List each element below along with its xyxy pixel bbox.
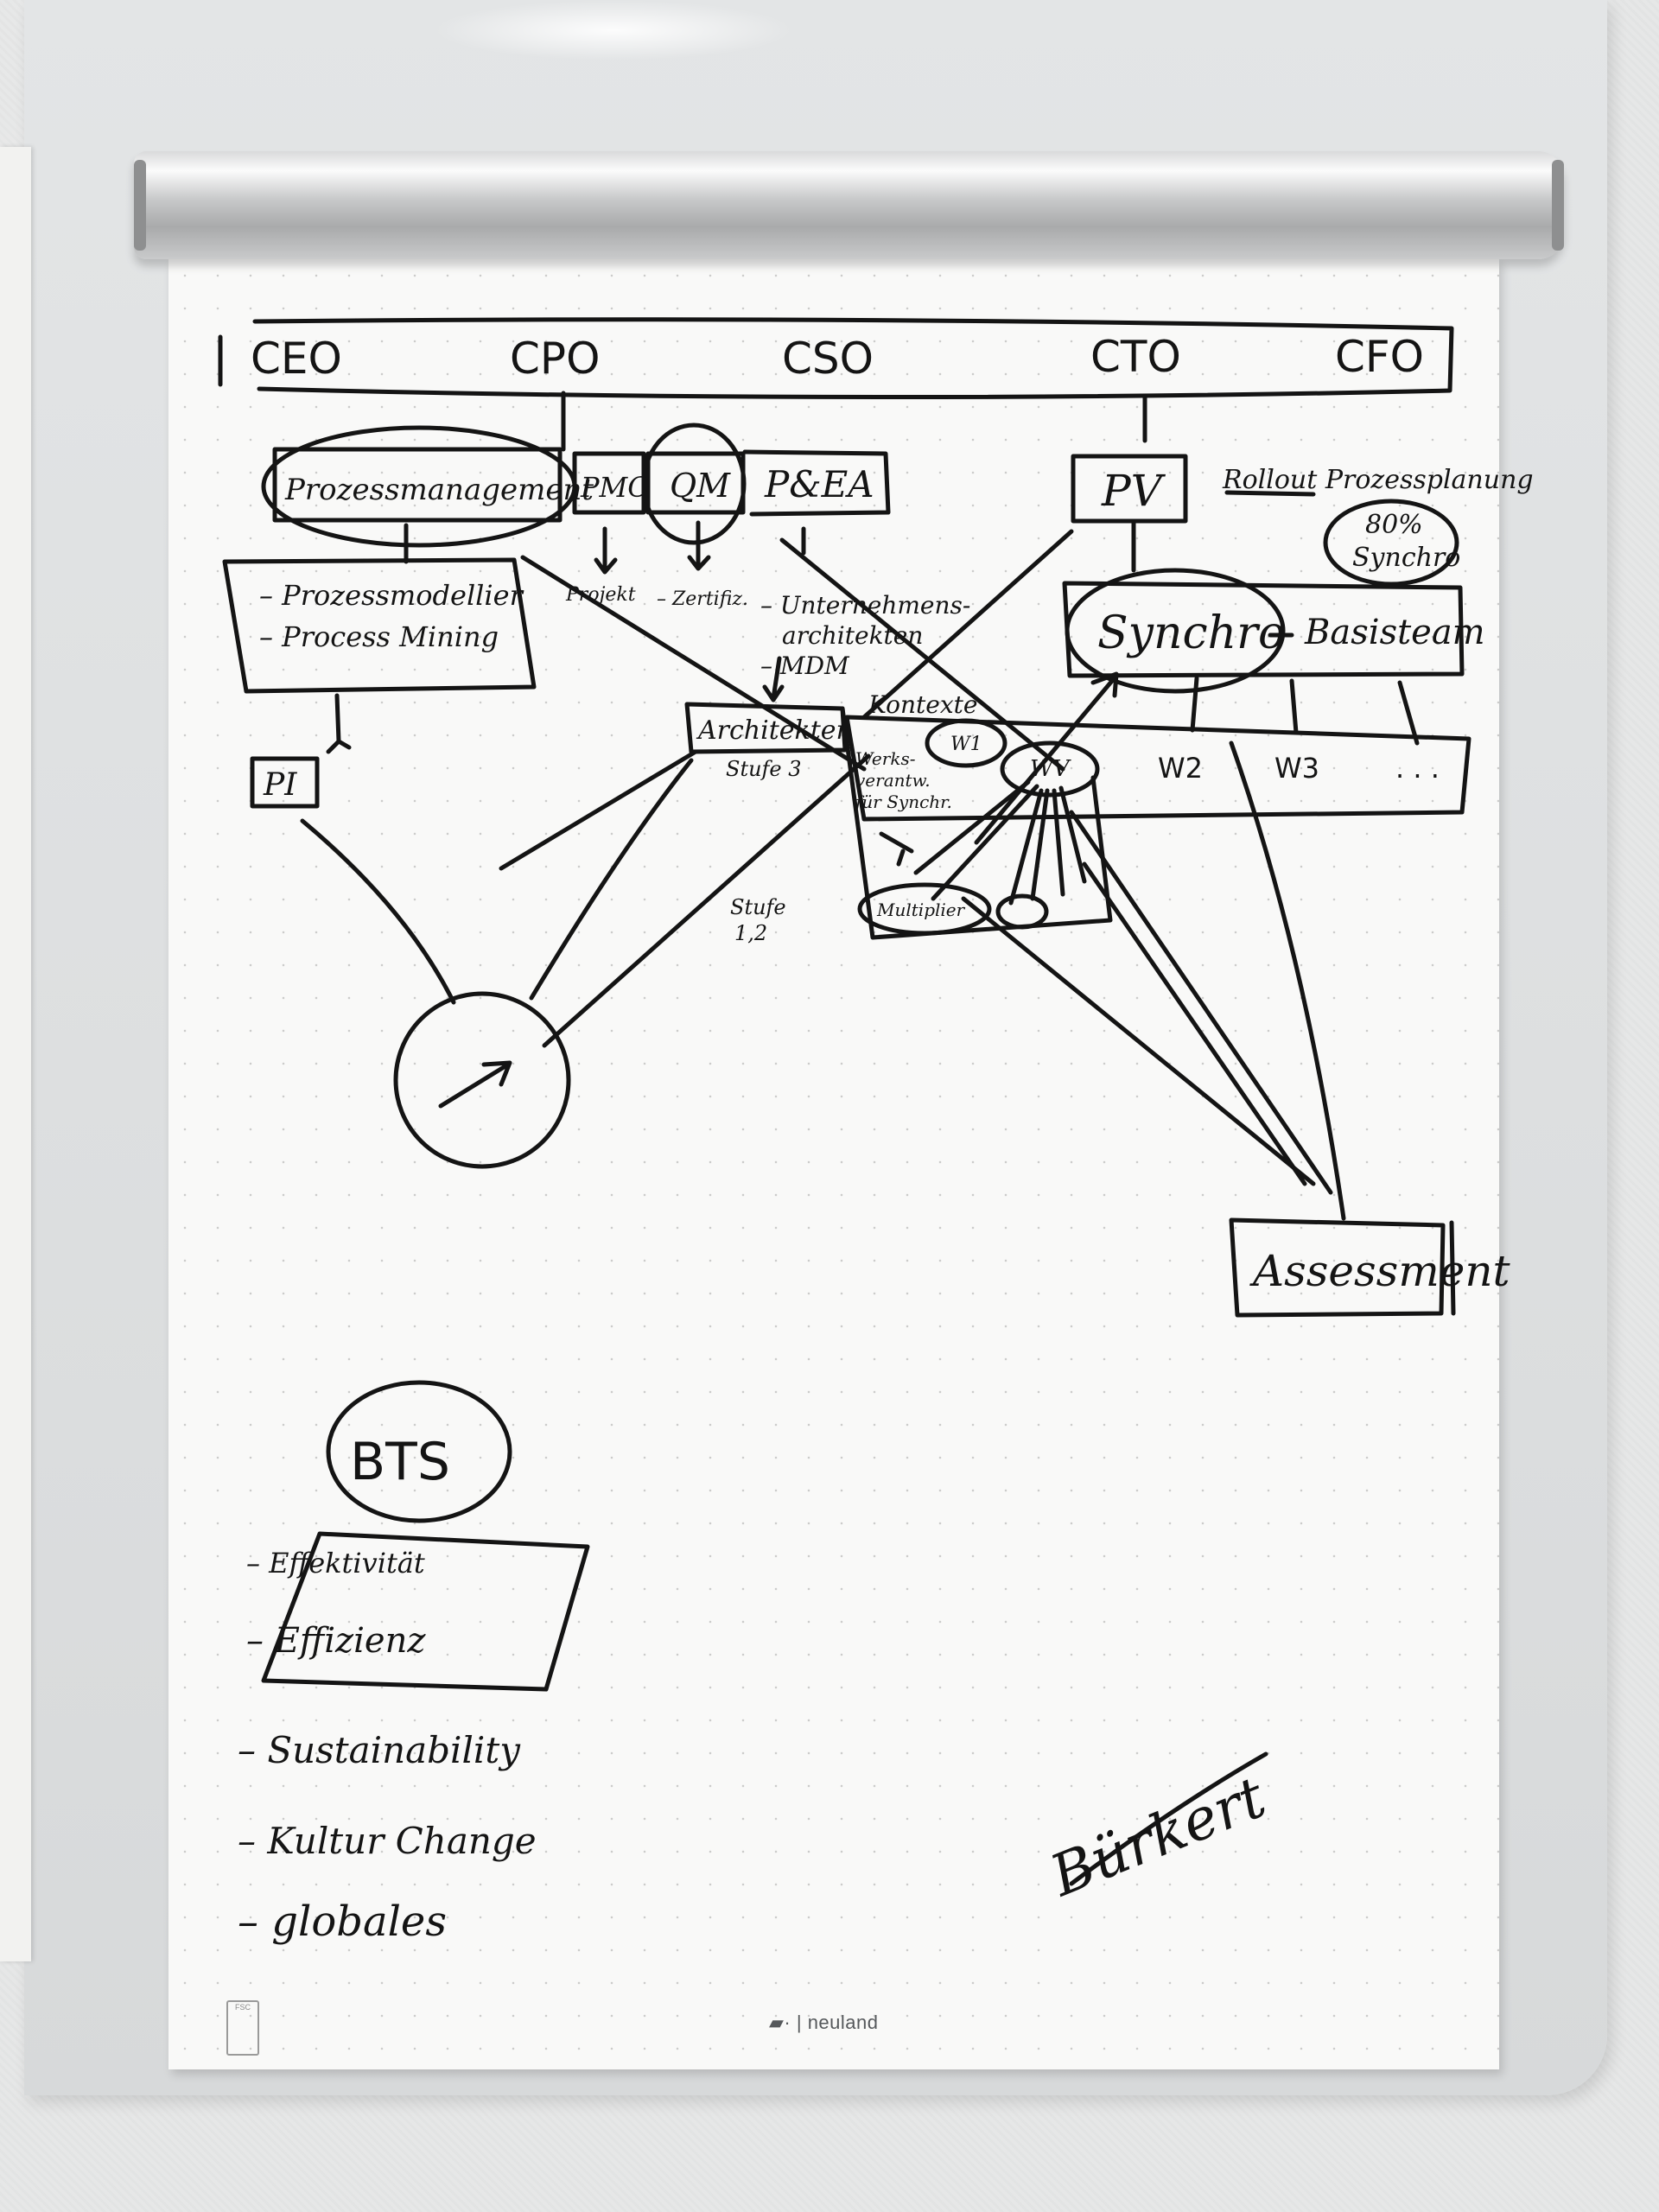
note-multiplier: Multiplier bbox=[876, 899, 966, 920]
prozess-list-item-1: – Prozessmodellier bbox=[259, 579, 524, 612]
w1-ellipse bbox=[925, 718, 1007, 768]
label-pmo: PMO bbox=[580, 471, 651, 504]
label-bts: BTS bbox=[350, 1432, 450, 1492]
bts-item-1: – Effektivität bbox=[246, 1547, 425, 1580]
role-frame bbox=[218, 317, 1454, 400]
clamp-end-right bbox=[1552, 160, 1564, 251]
note-unternehmen-3: – MDM bbox=[760, 652, 850, 680]
werk-row-box bbox=[844, 715, 1471, 822]
rollout-ellipse bbox=[1323, 499, 1459, 587]
role-ceo: CEO bbox=[251, 334, 342, 384]
fsc-certification-mark: FSC bbox=[226, 2000, 259, 2056]
wv-ellipse bbox=[1000, 741, 1100, 798]
role-cso: CSO bbox=[782, 334, 874, 384]
bts-item-3: – Sustainability bbox=[238, 1729, 521, 1771]
kontexte-region bbox=[840, 706, 1113, 940]
note-stufe12-line1: Stufe bbox=[730, 895, 786, 919]
bts-item-2: – Effizienz bbox=[246, 1621, 426, 1661]
flipchart-clamp-bar bbox=[134, 151, 1564, 259]
line-prozess-kontext bbox=[520, 555, 867, 772]
label-prozessmanagement: Prozessmanagement bbox=[284, 473, 594, 507]
signature-underline bbox=[1069, 1751, 1268, 1886]
assessment-box bbox=[1229, 1217, 1446, 1318]
label-qm: QM bbox=[670, 467, 731, 505]
note-werks-2: verantw. bbox=[855, 770, 931, 791]
label-basisteam: Basisteam bbox=[1304, 613, 1485, 652]
label-architekten: Architekten bbox=[696, 715, 853, 746]
bts-list-box bbox=[261, 1531, 590, 1692]
note-rollout-1: Rollout Prozessplanung bbox=[1222, 465, 1534, 495]
note-w2: W2 bbox=[1158, 752, 1203, 785]
synchro-ellipse bbox=[1065, 568, 1286, 694]
pea-box bbox=[742, 449, 891, 517]
target-circle bbox=[393, 991, 571, 1169]
note-rollout-2: 80% bbox=[1365, 510, 1423, 540]
note-dots: . . . bbox=[1395, 752, 1440, 785]
adjacent-flipchart-sheet bbox=[0, 147, 31, 1961]
label-pi: PI bbox=[263, 767, 297, 803]
note-projekt: Projekt bbox=[565, 584, 636, 606]
clamp-end-left bbox=[134, 160, 146, 251]
note-wv: WV bbox=[1030, 756, 1071, 782]
bts-item-5: – globales bbox=[238, 1897, 447, 1946]
prozess-list-box bbox=[222, 557, 537, 694]
multiplier-ellipse bbox=[857, 882, 992, 936]
arrow-to-pi bbox=[326, 693, 352, 754]
neuland-logo: ▰· | neuland bbox=[769, 2012, 879, 2033]
note-w3: W3 bbox=[1274, 752, 1319, 785]
light-glare bbox=[432, 0, 795, 60]
rollout-underline bbox=[1224, 490, 1316, 497]
bts-item-4: – Kultur Change bbox=[238, 1820, 537, 1862]
prozessmanagement-box bbox=[272, 447, 563, 523]
signature-burkert: Bürkert bbox=[1040, 1764, 1274, 1910]
label-pv: PV bbox=[1101, 466, 1166, 516]
pv-box bbox=[1071, 454, 1188, 524]
label-assessment: Assessment bbox=[1249, 1246, 1511, 1296]
note-unternehmen-1: – Unternehmens- bbox=[760, 591, 970, 620]
note-werks-3: für Synchr. bbox=[854, 791, 952, 812]
qm-circle bbox=[641, 423, 747, 545]
bts-ellipse bbox=[326, 1380, 512, 1523]
note-w1: W1 bbox=[950, 734, 982, 755]
label-pea: P&EA bbox=[764, 463, 874, 505]
role-cto: CTO bbox=[1090, 332, 1181, 382]
note-unternehmen-2: architekten bbox=[782, 621, 923, 650]
note-zertifizierung: – Zertifiz. bbox=[657, 588, 748, 610]
note-stufe3: Stufe 3 bbox=[726, 757, 802, 781]
pi-box bbox=[250, 756, 320, 809]
architekten-box bbox=[684, 702, 848, 754]
note-kontexte: Kontexte bbox=[868, 690, 978, 719]
role-cfo: CFO bbox=[1335, 332, 1424, 382]
prozess-list-item-2: – Process Mining bbox=[259, 620, 499, 653]
label-synchro: Synchro bbox=[1097, 607, 1285, 659]
note-stufe12-line2: 1,2 bbox=[734, 921, 767, 945]
note-werks-1: Werks- bbox=[855, 748, 916, 769]
role-cpo: CPO bbox=[510, 334, 600, 384]
note-rollout-3: Synchro bbox=[1352, 543, 1460, 573]
